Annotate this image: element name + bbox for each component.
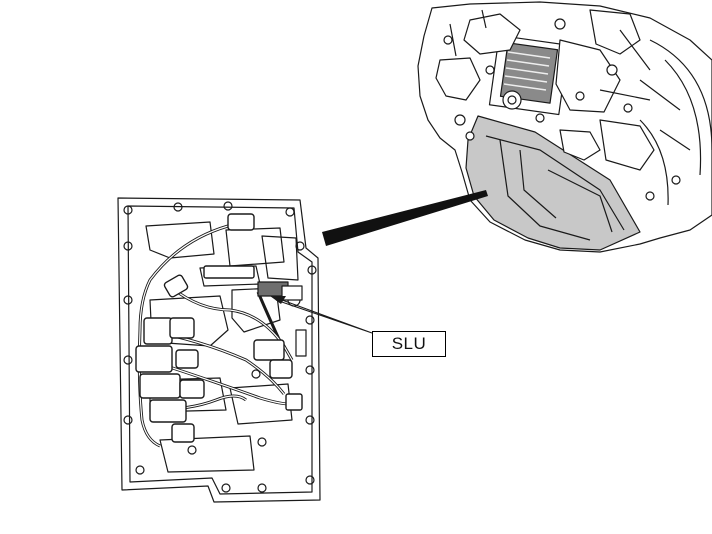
slu-callout-label: SLU <box>372 331 446 357</box>
slu-leader-arrow <box>270 296 286 304</box>
oil-pan <box>465 115 641 251</box>
transmission-assembly <box>417 1 712 253</box>
detail-pointer <box>322 190 488 246</box>
valve-body-assembly <box>117 197 321 503</box>
